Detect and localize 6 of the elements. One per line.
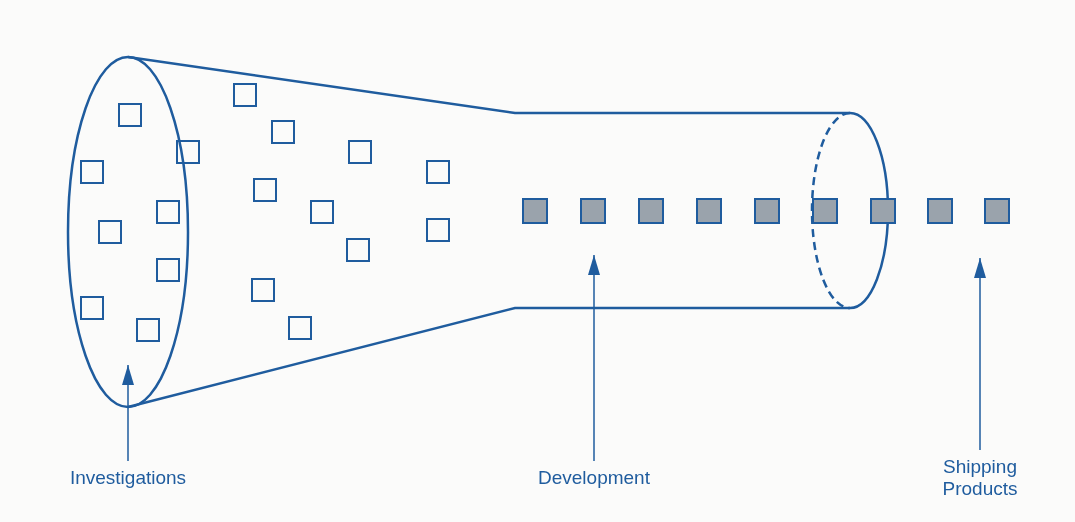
leader-arrow <box>588 254 600 462</box>
callout-label: Investigations <box>38 467 218 489</box>
callout-label: Development <box>504 467 684 489</box>
leader-arrow <box>974 257 986 451</box>
leader-arrow <box>122 364 134 462</box>
callout-label: Shipping Products <box>930 456 1030 500</box>
